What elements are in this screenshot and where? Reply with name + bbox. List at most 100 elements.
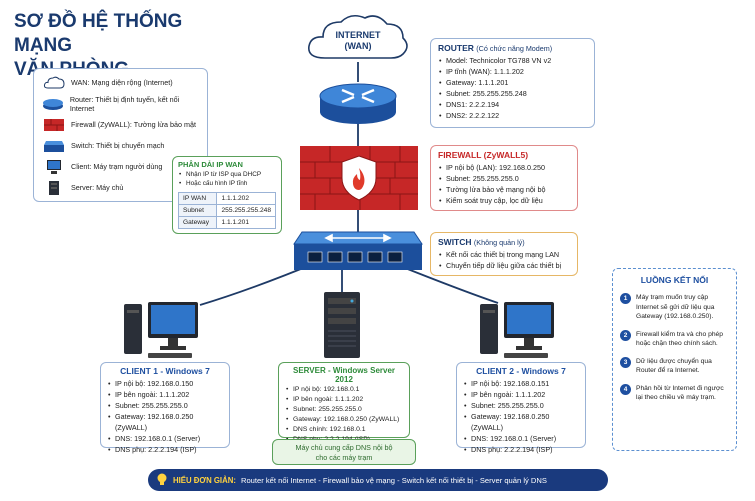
server-title: SERVER - Windows Server 2012 — [292, 366, 396, 384]
switch-subtitle: (Không quản lý) — [473, 238, 525, 247]
client1-spec: Gateway: 192.168.0.250 (ZyWALL) — [107, 411, 223, 433]
flow-step: 4 Phản hồi từ Internet đi ngược lại theo… — [620, 383, 729, 403]
firewall-device — [300, 146, 418, 210]
router-subtitle: (Có chức năng Modem) — [476, 44, 553, 53]
flame-icon — [352, 168, 365, 190]
cloud-icon — [308, 14, 408, 59]
step-text: Dữ liệu được chuyển qua Router để ra Int… — [636, 357, 712, 375]
legend-item: WAN: Mạng diện rộng (Internet) — [42, 72, 199, 93]
server-spec: Gateway: 192.168.0.250 (ZyWALL) — [285, 415, 403, 425]
router-device — [319, 83, 397, 124]
step-text: Firewall kiểm tra và cho phép hoặc chặn … — [636, 330, 723, 348]
wan-ip-box: PHÂN DẢI IP WAN Nhận IP từ ISP qua DHCP … — [172, 156, 282, 234]
firewall-box: FIREWALL (ZyWALL5) IP nội bộ (LAN): 192.… — [430, 145, 578, 211]
wan-ip-title: PHÂN DẢI IP WAN — [178, 160, 243, 169]
internet-label: INTERNET — [335, 30, 381, 40]
title-line-1: SƠ ĐỒ HỆ THỐNG MẠNG — [14, 11, 183, 56]
wan-ip-item: Nhận IP từ ISP qua DHCP — [178, 170, 276, 179]
legend-item: Server: Máy chủ — [42, 177, 199, 198]
cloud-icon — [43, 76, 65, 88]
legend-item: Router: Thiết bị định tuyến, kết nối Int… — [42, 93, 199, 114]
client-icon — [47, 159, 61, 174]
server-spec: DNS chính: 192.168.0.1 — [285, 425, 403, 435]
firewall-title: FIREWALL (ZyWALL5) — [438, 150, 529, 160]
firewall-icon — [44, 118, 64, 131]
client2-spec: Subnet: 255.255.255.0 — [463, 400, 579, 411]
flow-title: LUỒNG KẾT NỐI — [640, 275, 709, 285]
firewall-spec: IP nội bộ (LAN): 192.168.0.250 — [438, 162, 570, 173]
step-number: 4 — [620, 383, 631, 395]
switch-device — [293, 231, 423, 270]
wan-label: (WAN) — [344, 41, 372, 51]
legend-text: Client: Máy trạm người dùng — [71, 162, 163, 171]
server-note: Máy chủ cung cấp DNS nội bộ cho các máy … — [272, 439, 416, 465]
legend-text: Firewall (ZyWALL): Tường lửa bảo mật — [71, 120, 196, 129]
flow-box: LUỒNG KẾT NỐI 1 Máy trạm muốn truy cập I… — [612, 268, 737, 451]
server-note-line: cho các máy trạm — [315, 452, 373, 462]
step-text: Máy trạm muốn truy cập Internet sẽ gửi d… — [636, 294, 715, 320]
switch-icon — [44, 140, 64, 152]
firewall-spec: Subnet: 255.255.255.0 — [438, 173, 570, 184]
router-title: ROUTER — [438, 43, 474, 53]
client2-spec: IP bên ngoài: 1.1.1.202 — [463, 389, 579, 400]
switch-spec: Chuyển tiếp dữ liệu giữa các thiết bị — [438, 260, 570, 271]
server-device — [324, 292, 360, 358]
router-spec: Subnet: 255.255.255.248 — [438, 88, 587, 99]
flow-step: 3 Dữ liệu được chuyển qua Router để ra I… — [620, 356, 729, 376]
client1-spec: DNS phụ: 2.2.2.194 (ISP) — [107, 444, 223, 455]
legend-item: Firewall (ZyWALL): Tường lửa bảo mật — [42, 114, 199, 135]
wan-ip-item: Hoặc cấu hình IP tĩnh — [178, 179, 276, 188]
client2-spec: DNS phụ: 2.2.2.194 (ISP) — [463, 444, 579, 455]
footer-label: HIỂU ĐƠN GIẢN: — [173, 475, 236, 485]
switch-arrows-icon — [324, 233, 392, 243]
router-spec: DNS2: 2.2.2.122 — [438, 110, 587, 121]
client1-title: CLIENT 1 - Windows 7 — [120, 366, 210, 376]
client1-spec: Subnet: 255.255.255.0 — [107, 400, 223, 411]
client2-spec: Gateway: 192.168.0.250 (ZyWALL) — [463, 411, 579, 433]
router-spec: IP tĩnh (WAN): 1.1.1.202 — [438, 66, 587, 77]
switch-box: SWITCH (Không quản lý) Kết nối các thiết… — [430, 232, 578, 276]
step-number: 2 — [620, 329, 631, 341]
router-icon — [43, 98, 64, 110]
firewall-spec: Tường lửa bảo vệ mạng nội bộ — [438, 184, 570, 195]
client1-box: CLIENT 1 - Windows 7 IP nội bộ: 192.168.… — [100, 362, 230, 455]
firewall-spec: Kiểm soát truy cập, lọc dữ liệu — [438, 195, 570, 206]
footer-text: Router kết nối Internet - Firewall bảo v… — [240, 475, 547, 485]
server-spec: IP bên ngoài: 1.1.1.202 — [285, 395, 403, 405]
client1-spec: IP bên ngoài: 1.1.1.202 — [107, 389, 223, 400]
client1-spec: DNS: 192.168.0.1 (Server) — [107, 433, 223, 444]
legend-text: Server: Máy chủ — [71, 183, 124, 192]
shield-icon — [341, 155, 377, 201]
legend-item: Switch: Thiết bị chuyển mạch — [42, 135, 199, 156]
client2-box: CLIENT 2 - Windows 7 IP nội bộ: 192.168.… — [456, 362, 586, 455]
router-spec: Gateway: 1.1.1.201 — [438, 77, 587, 88]
switch-title: SWITCH — [438, 237, 472, 247]
client2-pc — [480, 302, 554, 358]
client1-pc — [124, 302, 198, 358]
client2-spec: DNS: 192.168.0.1 (Server) — [463, 433, 579, 444]
client1-spec: IP nội bộ: 192.168.0.150 — [107, 378, 223, 389]
server-note-line: Máy chủ cung cấp DNS nội bộ — [295, 443, 393, 452]
flow-step: 1 Máy trạm muốn truy cập Internet sẽ gửi… — [620, 293, 729, 322]
legend-item: Client: Máy trạm người dùng — [42, 156, 199, 177]
step-number: 3 — [620, 356, 631, 368]
router-spec: DNS1: 2.2.2.194 — [438, 99, 587, 110]
legend-text: Switch: Thiết bị chuyển mạch — [71, 141, 165, 150]
legend-text: WAN: Mạng diện rộng (Internet) — [71, 78, 173, 87]
footer-banner: HIỂU ĐƠN GIẢN: Router kết nối Internet -… — [148, 469, 608, 491]
router-arrows-icon — [341, 88, 375, 104]
legend-text: Router: Thiết bị định tuyến, kết nối Int… — [69, 94, 180, 113]
switch-spec: Kết nối các thiết bị trong mạng LAN — [438, 249, 570, 260]
client2-title: CLIENT 2 - Windows 7 — [476, 366, 566, 376]
server-spec: IP nội bộ: 192.168.0.1 — [285, 385, 403, 395]
internet-cloud: INTERNET (WAN) — [303, 12, 413, 64]
flow-step: 2 Firewall kiểm tra và cho phép hoặc chặ… — [620, 329, 729, 349]
server-icon — [49, 180, 59, 195]
step-text: Phản hồi từ Internet đi ngược lại theo c… — [636, 384, 724, 402]
router-spec: Model: Technicolor TG788 VN v2 — [438, 55, 587, 66]
router-box: ROUTER (Có chức năng Modem) Model: Techn… — [430, 38, 595, 128]
